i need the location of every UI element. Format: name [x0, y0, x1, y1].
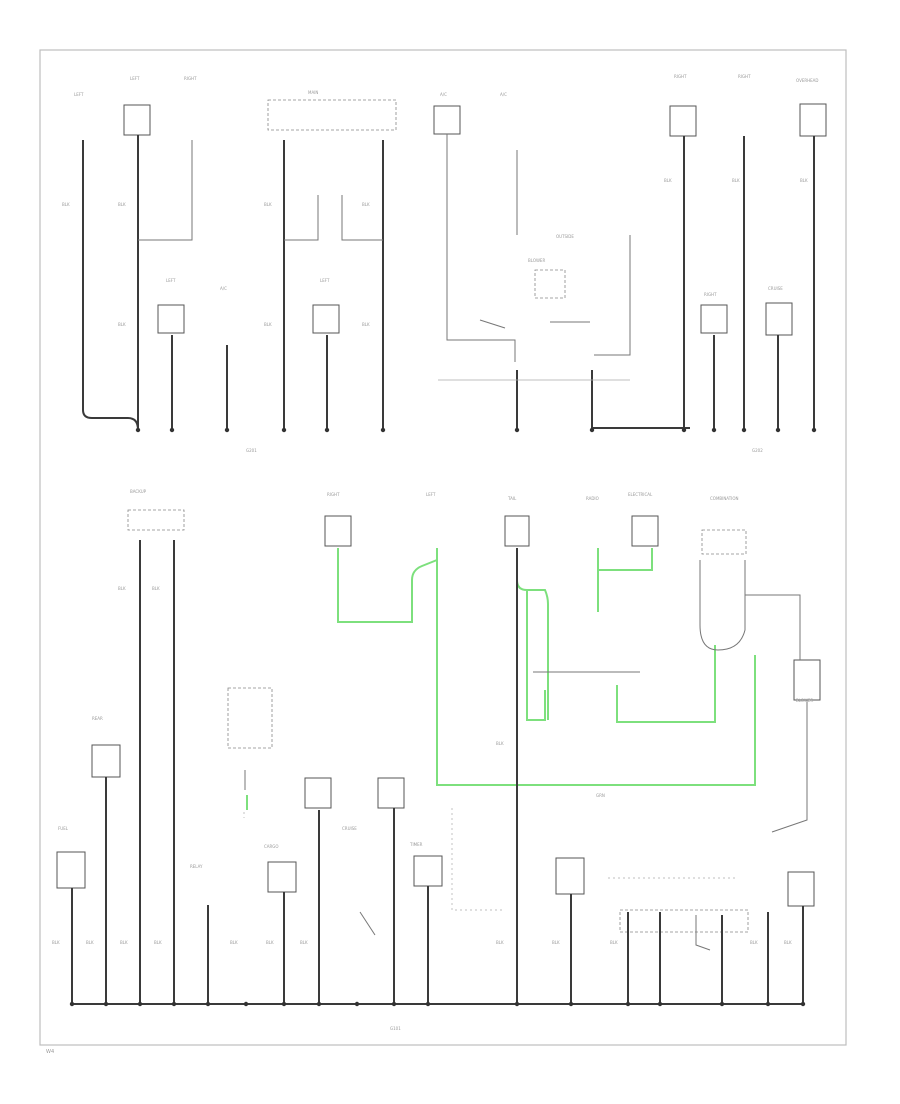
svg-text:BLK: BLK: [230, 940, 238, 945]
svg-text:BACKUP: BACKUP: [130, 489, 147, 494]
svg-text:COMBINATION: COMBINATION: [710, 496, 739, 501]
svg-text:BLK: BLK: [120, 940, 128, 945]
module-outline: [227, 687, 273, 749]
svg-text:BLK: BLK: [496, 940, 504, 945]
svg-text:LEFT: LEFT: [74, 92, 84, 97]
svg-text:OVERHEAD: OVERHEAD: [796, 78, 818, 83]
svg-text:BLK: BLK: [664, 178, 672, 183]
svg-text:CARGO: CARGO: [264, 844, 279, 849]
svg-text:BLK: BLK: [118, 322, 126, 327]
component-box: [312, 304, 340, 334]
svg-text:RIGHT: RIGHT: [674, 74, 687, 79]
svg-text:BLK: BLK: [300, 940, 308, 945]
highlighted-circuit: [246, 548, 756, 810]
svg-text:BLK: BLK: [732, 178, 740, 183]
diagram-frame: [39, 49, 847, 1046]
svg-text:BLK: BLK: [784, 940, 792, 945]
upper-ground-section: LEFT LEFT RIGHT MAIN A/C A/C RIGHT RIGHT…: [62, 74, 827, 453]
svg-text:A/C: A/C: [500, 92, 507, 97]
svg-text:REAR: REAR: [92, 716, 103, 721]
svg-text:BLK: BLK: [62, 202, 70, 207]
component-box: [765, 302, 793, 336]
component-box: [669, 105, 697, 137]
svg-text:G201: G201: [246, 448, 257, 453]
component-box: [413, 855, 443, 887]
module-outline: [701, 529, 747, 555]
ground-points-lower: [69, 1001, 806, 1007]
svg-text:RIGHT: RIGHT: [738, 74, 751, 79]
svg-text:MAIN: MAIN: [308, 90, 318, 95]
svg-text:A/C: A/C: [220, 286, 227, 291]
svg-text:CRUISE: CRUISE: [342, 826, 357, 831]
svg-text:LEFT: LEFT: [426, 492, 436, 497]
svg-text:BLK: BLK: [362, 202, 370, 207]
component-box: [504, 515, 530, 547]
component-box: [56, 851, 86, 889]
svg-text:RELAY: RELAY: [190, 864, 203, 869]
component-box: [555, 857, 585, 895]
component-box: [157, 304, 185, 334]
svg-text:BLK: BLK: [610, 940, 618, 945]
svg-text:BLK: BLK: [552, 940, 560, 945]
svg-text:A/C: A/C: [440, 92, 447, 97]
svg-text:BLK: BLK: [118, 202, 126, 207]
svg-text:G202: G202: [752, 448, 763, 453]
svg-text:ELECTRICAL: ELECTRICAL: [628, 492, 653, 497]
svg-text:TAIL: TAIL: [507, 496, 517, 501]
svg-text:BLK: BLK: [800, 178, 808, 183]
svg-text:BLK: BLK: [496, 741, 504, 746]
svg-text:BLK: BLK: [52, 940, 60, 945]
component-box: [91, 744, 121, 778]
component-box: [799, 103, 827, 137]
svg-text:RADIO: RADIO: [586, 496, 599, 501]
svg-text:BLK: BLK: [362, 322, 370, 327]
component-box: [267, 861, 297, 893]
component-box: [631, 515, 659, 547]
svg-text:OUTSIDE: OUTSIDE: [556, 234, 574, 239]
ground-points-upper: [135, 427, 817, 433]
component-box: [433, 105, 461, 135]
svg-text:BLK: BLK: [152, 586, 160, 591]
module-outline: [267, 99, 397, 131]
svg-text:BLOWER: BLOWER: [796, 698, 813, 703]
svg-text:LEFT: LEFT: [320, 278, 330, 283]
module-outline: [619, 909, 749, 933]
svg-text:RIGHT: RIGHT: [327, 492, 340, 497]
svg-text:BLK: BLK: [154, 940, 162, 945]
relay-outline: [534, 269, 566, 299]
svg-text:GRN: GRN: [596, 793, 605, 798]
svg-text:BLK: BLK: [264, 202, 272, 207]
svg-text:BLK: BLK: [264, 322, 272, 327]
svg-text:RIGHT: RIGHT: [184, 76, 197, 81]
component-box: [304, 777, 332, 809]
component-box: [324, 515, 352, 547]
module-outline: [127, 509, 185, 531]
lower-ground-section: BACKUP RIGHT LEFT TAIL RADIO ELECTRICAL …: [52, 489, 821, 1031]
svg-text:BLK: BLK: [118, 586, 126, 591]
component-box: [123, 104, 151, 136]
svg-text:CRUISE: CRUISE: [768, 286, 783, 291]
component-box: [377, 777, 405, 809]
svg-text:BLK: BLK: [86, 940, 94, 945]
component-box: [700, 304, 728, 334]
svg-text:LEFT: LEFT: [130, 76, 140, 81]
footer-id: W4: [46, 1049, 54, 1055]
svg-text:LEFT: LEFT: [166, 278, 176, 283]
component-box: [793, 659, 821, 701]
component-box: [787, 871, 815, 907]
svg-text:RIGHT: RIGHT: [704, 292, 717, 297]
svg-text:TIMER: TIMER: [409, 842, 423, 847]
svg-text:BLOWER: BLOWER: [528, 258, 545, 263]
svg-text:BLK: BLK: [750, 940, 758, 945]
svg-text:BLK: BLK: [266, 940, 274, 945]
svg-text:FUEL: FUEL: [58, 826, 69, 831]
svg-text:G101: G101: [390, 1026, 401, 1031]
